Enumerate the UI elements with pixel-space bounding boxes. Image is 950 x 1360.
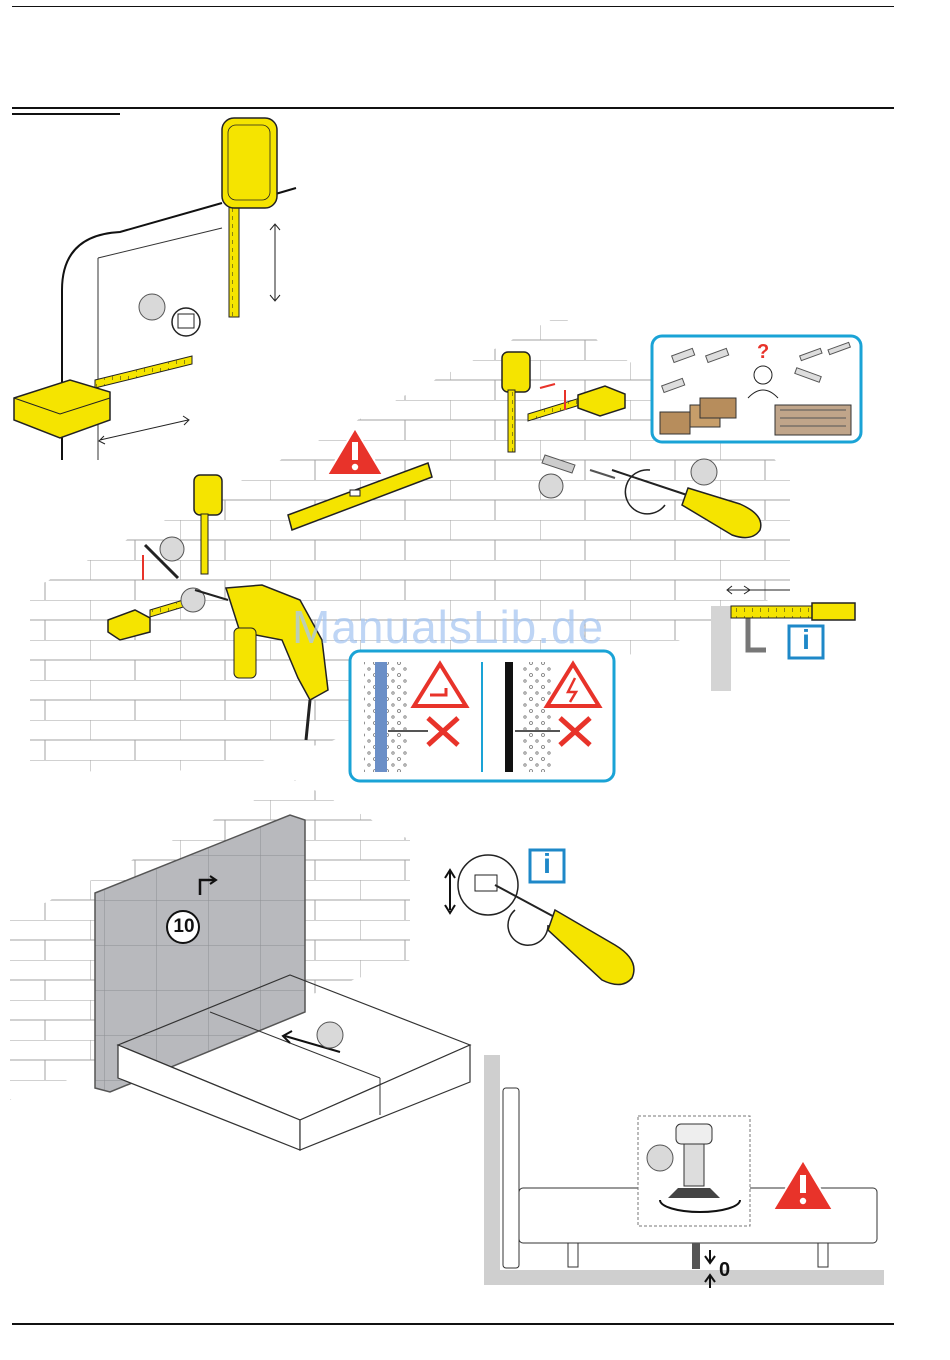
svg-text:?: ? <box>757 341 769 363</box>
info-label: i <box>530 848 564 880</box>
watermark: ManualsLib.de <box>292 600 604 654</box>
wall-bracket <box>139 294 200 336</box>
clearance-value: 0 <box>719 1259 730 1282</box>
hollow-brick-stack <box>775 405 851 435</box>
screwdriver-icon <box>495 885 634 985</box>
bracket-adjustment <box>445 855 518 915</box>
hazard-warning-box <box>350 651 614 781</box>
measuring-tape-icon <box>222 118 280 317</box>
bed-side-view <box>484 1055 884 1288</box>
warning-triangle-icon <box>773 1160 833 1210</box>
measuring-tape-icon <box>14 356 192 444</box>
fixings-info-box: ? <box>652 336 861 442</box>
info-label: i <box>789 624 823 656</box>
step-number: 10 <box>170 916 198 938</box>
